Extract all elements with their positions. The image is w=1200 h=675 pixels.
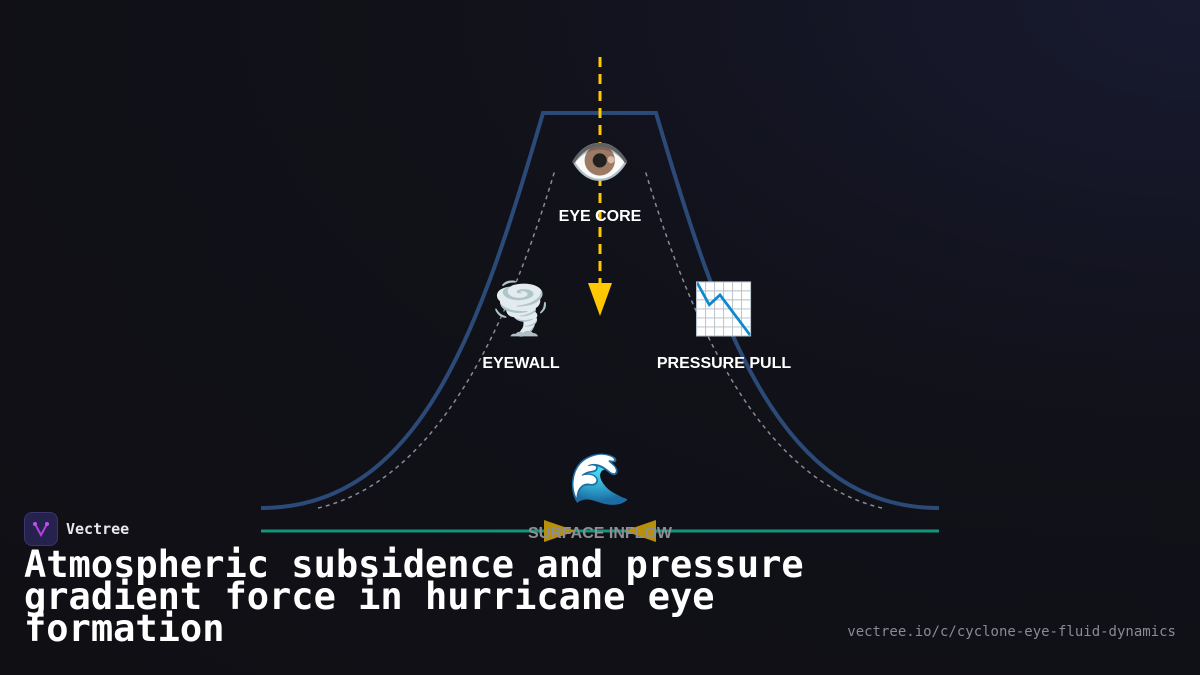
eyewall-label: EYEWALL (482, 355, 560, 372)
source-url[interactable]: vectree.io/c/cyclone-eye-fluid-dynamics (847, 624, 1176, 640)
vectree-logo-icon (24, 512, 58, 546)
subsidence-arrow-head (588, 283, 612, 316)
eye-core-label: EYE CORE (558, 208, 642, 225)
tornado-icon: 🌪️ (489, 281, 553, 337)
node-eyewall: 🌪️ EYEWALL (482, 281, 559, 373)
water-wave-icon: 🌊 (568, 451, 632, 507)
inflow-arrow-right (624, 520, 656, 542)
inner-dotted-curve-left (317, 169, 556, 509)
brand: Vectree (24, 512, 129, 546)
node-eye-core: 👁️ EYE CORE (559, 134, 642, 226)
eye-icon: 👁️ (568, 134, 632, 190)
brand-name: Vectree (66, 520, 130, 538)
node-pressure-pull: 📉 PRESSURE PULL (657, 281, 791, 373)
inflow-arrow-left (544, 520, 576, 542)
node-surface-inflow: 🌊 SURFACE INFLOW (528, 451, 672, 543)
surface-inflow-label: SURFACE INFLOW (528, 525, 672, 542)
page-title: Atmospheric subsidence and pressure grad… (24, 543, 804, 650)
pressure-pull-label: PRESSURE PULL (656, 355, 792, 372)
chart-decreasing-icon: 📉 (692, 281, 756, 337)
inner-dotted-curve-right (644, 169, 883, 509)
